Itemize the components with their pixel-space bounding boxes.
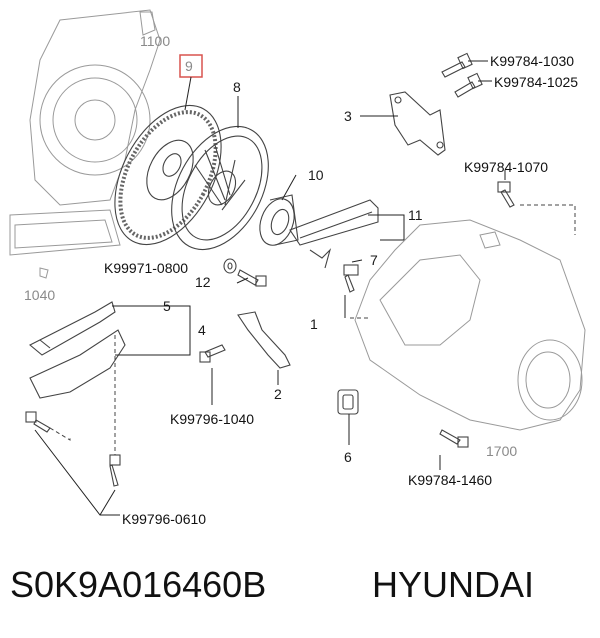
part-number-caption: S0K9A016460B — [10, 564, 266, 605]
pressure-plate-8 — [171, 125, 269, 251]
cover-4 — [29, 329, 126, 399]
label-12: 12 — [195, 274, 211, 290]
label-7: 7 — [370, 252, 378, 268]
label-11: 11 — [408, 207, 423, 223]
code-k99784-1070: K99784-1070 — [464, 159, 548, 175]
bolt-k99784-1070 — [497, 181, 515, 208]
bracket-3 — [389, 91, 446, 156]
label-6: 6 — [344, 449, 352, 465]
label-1040: 1040 — [24, 287, 55, 303]
code-k99796-1040: K99796-1040 — [170, 411, 254, 427]
bolt-k99796-0610-a — [25, 411, 51, 433]
code-k99971-0800: K99971-0800 — [104, 260, 188, 276]
cover-5 — [29, 301, 116, 356]
label-9: 9 — [185, 58, 193, 74]
label-1: 1 — [310, 316, 318, 332]
release-bearing-10 — [259, 194, 299, 246]
label-10: 10 — [308, 167, 324, 183]
bolt-k99784-1030 — [441, 52, 473, 78]
label-8: 8 — [233, 79, 241, 95]
label-3: 3 — [344, 108, 352, 124]
release-fork-11 — [289, 199, 379, 269]
bolt-k99784-1460 — [439, 429, 469, 448]
oil-pan-1040 — [9, 209, 121, 279]
label-1700: 1700 — [486, 443, 517, 459]
bolt-k99784-1025 — [454, 72, 483, 98]
code-k99784-1460: K99784-1460 — [408, 472, 492, 488]
washer-k99971-0800 — [223, 258, 237, 274]
bolt-k99796-1040 — [199, 344, 226, 363]
clutch-disc-9 — [114, 104, 222, 246]
transaxle-housing-1700 — [354, 219, 586, 431]
label-5: 5 — [163, 298, 171, 314]
code-k99784-1030: K99784-1030 — [490, 53, 574, 69]
label-1100: 1100 — [140, 33, 170, 49]
label-4: 4 — [198, 322, 206, 338]
bolt-k99796-0610-b — [109, 454, 121, 487]
bolt-12 — [237, 269, 267, 287]
bolt-1 — [343, 264, 359, 293]
code-k99796-0610: K99796-0610 — [122, 511, 206, 527]
label-2: 2 — [274, 386, 282, 402]
code-k99784-1025: K99784-1025 — [494, 74, 578, 90]
bracket-2 — [237, 311, 291, 369]
oil-seal-6 — [337, 389, 359, 415]
brand-caption: HYUNDAI — [372, 564, 534, 605]
